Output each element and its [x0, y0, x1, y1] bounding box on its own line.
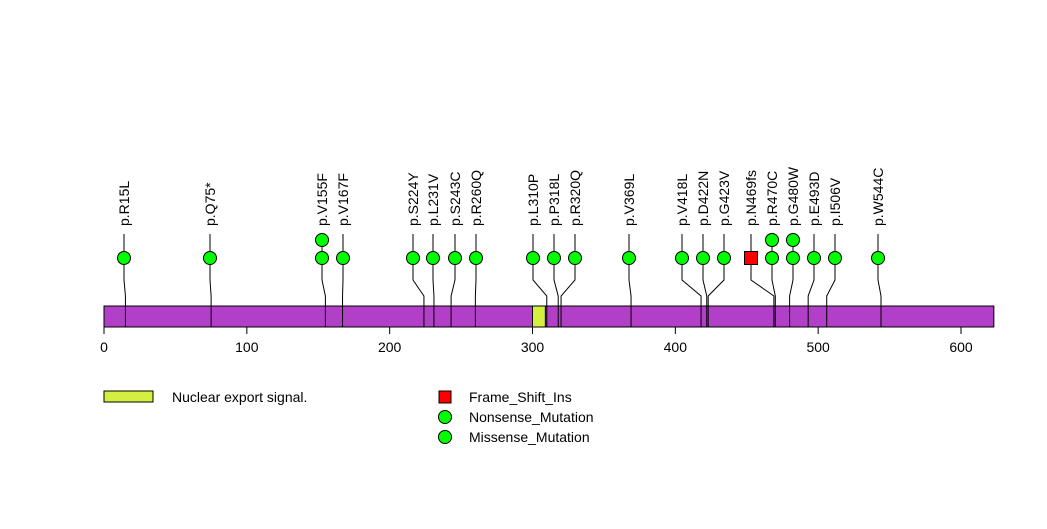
mutation-marker-circle	[407, 252, 420, 265]
mutation-label: p.V418L	[674, 174, 690, 226]
mutation-marker-circle	[118, 252, 131, 265]
mutation-marker-circle	[718, 252, 731, 265]
x-tick-label: 400	[664, 339, 688, 355]
mutation-label: p.E493D	[806, 172, 822, 226]
mutation-marker-circle	[449, 252, 462, 265]
mutation-marker-circle	[697, 252, 710, 265]
mutation-label: p.V167F	[335, 173, 351, 226]
mutation-label: p.G480W	[785, 166, 801, 226]
mutation-marker-circle	[569, 252, 582, 265]
domain-block	[533, 306, 546, 327]
mutation-marker-circle	[204, 252, 217, 265]
mutation-marker-circle	[316, 252, 329, 265]
mutation-marker-circle	[787, 234, 800, 247]
mutation-label: p.S224Y	[405, 172, 421, 226]
mutation-marker-circle	[787, 252, 800, 265]
mutation-marker-circle	[766, 252, 779, 265]
legend-mutation-label: Missense_Mutation	[469, 429, 590, 445]
x-tick-label: 200	[378, 339, 402, 355]
mutation-marker-circle	[470, 252, 483, 265]
mutation-marker-circle	[337, 252, 350, 265]
mutation-label: p.R15L	[116, 181, 132, 226]
mutation-label: p.P318L	[546, 174, 562, 226]
mutation-marker-square	[745, 252, 758, 265]
mutation-marker-circle	[676, 252, 689, 265]
mutation-marker-circle	[316, 234, 329, 247]
legend-circle-icon	[439, 431, 452, 444]
legend-domain-label: Nuclear export signal.	[172, 389, 307, 405]
mutation-label: p.R320Q	[567, 170, 583, 226]
x-tick-label: 100	[235, 339, 259, 355]
legend-square-icon	[439, 391, 451, 403]
mutation-label: p.L231V	[425, 173, 441, 226]
mutation-label: p.S243C	[447, 172, 463, 226]
x-tick-label: 0	[100, 339, 108, 355]
mutation-label: p.W544C	[870, 168, 886, 226]
mutation-label: p.V369L	[621, 174, 637, 226]
mutation-marker-circle	[623, 252, 636, 265]
mutation-label: p.N469fs	[743, 170, 759, 226]
mutation-marker-circle	[527, 252, 540, 265]
mutation-label: p.G423V	[716, 170, 732, 226]
x-tick-label: 300	[521, 339, 545, 355]
x-tick-label: 500	[806, 339, 830, 355]
x-tick-label: 600	[949, 339, 973, 355]
mutation-label: p.I506V	[827, 177, 843, 226]
mutation-marker-circle	[548, 252, 561, 265]
mutation-label: p.R260Q	[468, 170, 484, 226]
mutation-label: p.D422N	[695, 171, 711, 226]
mutation-label: p.L310P	[525, 174, 541, 226]
mutation-marker-circle	[829, 252, 842, 265]
mutation-label: p.Q75*	[202, 182, 218, 226]
legend-mutation-label: Frame_Shift_Ins	[469, 389, 572, 405]
legend-domain-swatch	[104, 391, 153, 402]
mutation-label: p.R470C	[764, 171, 780, 226]
legend-mutation-label: Nonsense_Mutation	[469, 409, 594, 425]
mutation-label: p.V155F	[314, 173, 330, 226]
mutation-marker-circle	[427, 252, 440, 265]
mutation-marker-circle	[872, 252, 885, 265]
mutation-marker-circle	[766, 234, 779, 247]
legend-circle-icon	[439, 411, 452, 424]
mutation-marker-circle	[808, 252, 821, 265]
protein-bar	[104, 306, 994, 327]
